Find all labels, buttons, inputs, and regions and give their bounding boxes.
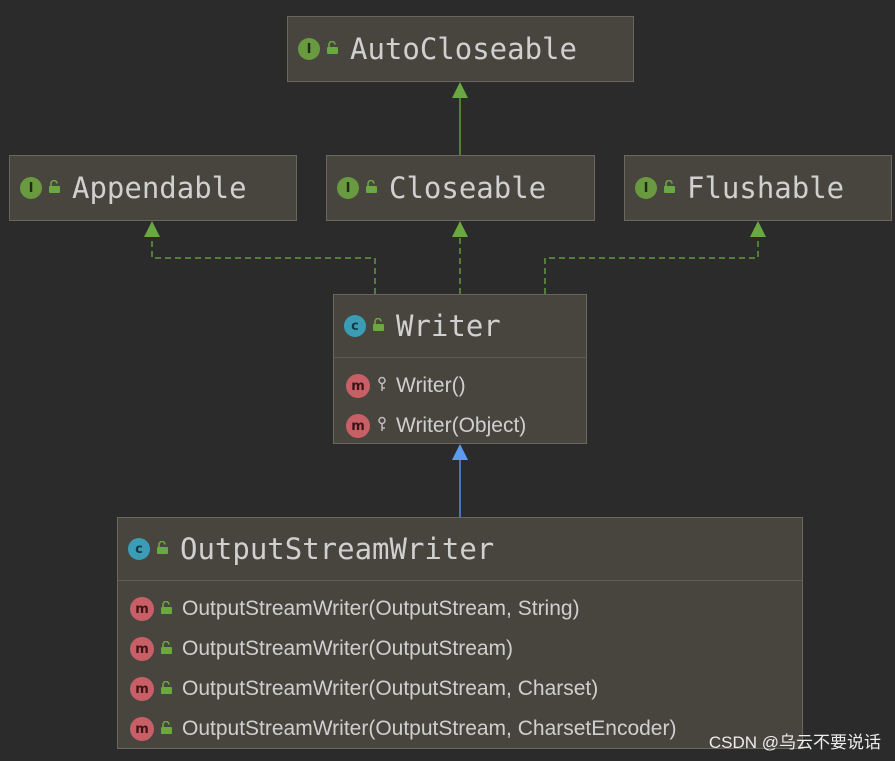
- lock-open-icon: [365, 179, 379, 198]
- node-header: c Writer: [334, 295, 586, 357]
- node-flushable[interactable]: I Flushable: [624, 155, 892, 221]
- node-outputstreamwriter[interactable]: c OutputStreamWriter m OutputStreamWrite…: [117, 517, 803, 749]
- node-writer[interactable]: c Writer m Writer() m Writer(Object): [333, 294, 587, 444]
- key-icon: [376, 376, 388, 396]
- method-icon: m: [346, 374, 370, 398]
- interface-icon: I: [635, 177, 657, 199]
- interface-icon: I: [298, 38, 320, 60]
- method-icon: m: [130, 717, 154, 741]
- class-icon: c: [128, 538, 150, 560]
- lock-open-icon: [160, 680, 174, 699]
- watermark: CSDN @乌云不要说话: [708, 733, 881, 752]
- member-row[interactable]: m Writer(Object): [334, 406, 586, 446]
- member-row[interactable]: m OutputStreamWriter(OutputStream, Strin…: [118, 589, 802, 629]
- node-title: Flushable: [687, 171, 845, 205]
- method-icon: m: [346, 414, 370, 438]
- key-icon: [376, 416, 388, 436]
- lock-open-icon: [160, 720, 174, 739]
- node-title: Appendable: [72, 171, 247, 205]
- method-icon: m: [130, 597, 154, 621]
- node-appendable[interactable]: I Appendable: [9, 155, 297, 221]
- member-row[interactable]: m OutputStreamWriter(OutputStream, Chars…: [118, 709, 802, 749]
- interface-icon: I: [20, 177, 42, 199]
- node-title: AutoCloseable: [350, 32, 577, 66]
- member-row[interactable]: m OutputStreamWriter(OutputStream, Chars…: [118, 669, 802, 709]
- member-row[interactable]: m OutputStreamWriter(OutputStream): [118, 629, 802, 669]
- node-closeable[interactable]: I Closeable: [326, 155, 595, 221]
- lock-open-icon: [48, 179, 62, 198]
- edge-outputstreamwriter-writer: [452, 444, 468, 517]
- member-list: m Writer() m Writer(Object): [334, 357, 586, 446]
- member-signature: OutputStreamWriter(OutputStream, Charset…: [182, 677, 599, 700]
- member-signature: OutputStreamWriter(OutputStream, Charset…: [182, 717, 677, 740]
- lock-open-icon: [372, 317, 386, 336]
- method-icon: m: [130, 677, 154, 701]
- edge-writer-flushable: [544, 221, 766, 294]
- node-title: OutputStreamWriter: [180, 532, 495, 566]
- node-title: Closeable: [389, 171, 547, 205]
- edge-writer-appendable: [144, 221, 376, 294]
- member-row[interactable]: m Writer(): [334, 366, 586, 406]
- edge-writer-closeable: [452, 221, 468, 294]
- member-signature: Writer(): [396, 374, 466, 397]
- member-signature: OutputStreamWriter(OutputStream): [182, 637, 514, 660]
- node-header: c OutputStreamWriter: [118, 518, 802, 580]
- node-title: Writer: [396, 309, 501, 343]
- member-signature: Writer(Object): [396, 414, 527, 437]
- lock-open-icon: [156, 540, 170, 559]
- method-icon: m: [130, 637, 154, 661]
- edge-closeable-autocloseable: [452, 82, 468, 155]
- class-icon: c: [344, 315, 366, 337]
- lock-open-icon: [160, 640, 174, 659]
- member-signature: OutputStreamWriter(OutputStream, String): [182, 597, 580, 620]
- interface-icon: I: [337, 177, 359, 199]
- node-autocloseable[interactable]: I AutoCloseable: [287, 16, 634, 82]
- lock-open-icon: [160, 600, 174, 619]
- member-list: m OutputStreamWriter(OutputStream, Strin…: [118, 580, 802, 749]
- lock-open-icon: [663, 179, 677, 198]
- lock-open-icon: [326, 40, 340, 59]
